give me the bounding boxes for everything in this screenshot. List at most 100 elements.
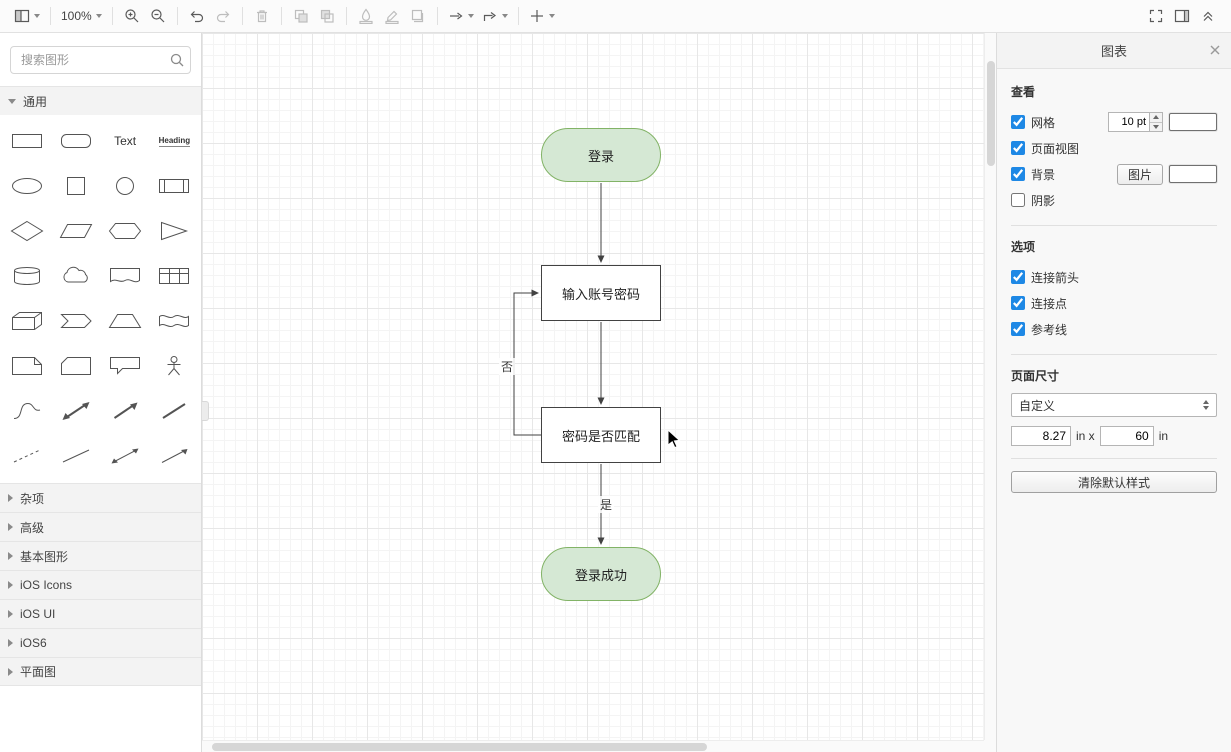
grid-color-swatch[interactable]: [1169, 113, 1217, 131]
zoom-out-button[interactable]: [145, 3, 171, 29]
to-front-icon: [294, 9, 308, 23]
shape-line[interactable]: [51, 439, 100, 473]
shape-table[interactable]: [150, 259, 199, 293]
page-height-input[interactable]: [1099, 426, 1154, 446]
canvas[interactable]: 登录 输入账号密码 密码是否匹配 登录成功 否 是: [202, 33, 996, 752]
sidebar-section-basic[interactable]: 基本图形: [0, 541, 201, 570]
sidebar-resize-handle[interactable]: [202, 401, 209, 421]
clear-default-style-button[interactable]: 清除默认样式: [1011, 471, 1217, 493]
background-checkbox[interactable]: [1011, 167, 1025, 181]
guides-label[interactable]: 参考线: [1031, 322, 1068, 337]
shape-square[interactable]: [51, 169, 100, 203]
grid-size-input[interactable]: [1108, 112, 1150, 132]
edge-label-no[interactable]: 否: [499, 358, 516, 375]
zoom-in-button[interactable]: [119, 3, 145, 29]
shape-rectangle[interactable]: [2, 124, 51, 158]
spinner-up-icon[interactable]: [1150, 113, 1162, 123]
collapse-toolbar-button[interactable]: [1195, 3, 1221, 29]
connection-arrow-dropdown[interactable]: [444, 3, 478, 29]
shape-heading[interactable]: Heading: [158, 135, 191, 147]
sidebar-section-misc[interactable]: 杂项: [0, 483, 201, 512]
connection-arrows-label[interactable]: 连接箭头: [1031, 270, 1080, 285]
grid-label[interactable]: 网格: [1031, 115, 1056, 130]
shape-circle[interactable]: [101, 169, 150, 203]
sidebar-section-ios-icons[interactable]: iOS Icons: [0, 570, 201, 599]
view-menu-button[interactable]: [10, 3, 44, 29]
shape-process[interactable]: [150, 169, 199, 203]
page-width-input[interactable]: [1011, 426, 1071, 446]
connection-arrows-checkbox[interactable]: [1011, 270, 1025, 284]
shape-tape[interactable]: [150, 304, 199, 338]
shape-directional-connector[interactable]: [150, 439, 199, 473]
connection-points-checkbox[interactable]: [1011, 296, 1025, 310]
vertical-scrollbar-thumb[interactable]: [987, 61, 995, 166]
shadow-label[interactable]: 阴影: [1031, 193, 1056, 208]
page-size-select[interactable]: 自定义: [1011, 393, 1217, 417]
shape-ellipse[interactable]: [2, 169, 51, 203]
shape-arrow[interactable]: [101, 394, 150, 428]
shape-trapezoid[interactable]: [101, 304, 150, 338]
chevron-down-icon: [467, 14, 474, 18]
horizontal-scrollbar-thumb[interactable]: [212, 743, 707, 751]
shape-cylinder[interactable]: [2, 259, 51, 293]
fill-color-button[interactable]: [353, 3, 379, 29]
shape-bidirectional-connector[interactable]: [101, 439, 150, 473]
shape-rounded-rectangle[interactable]: [51, 124, 100, 158]
sidebar-section-general[interactable]: 通用: [0, 86, 201, 115]
horizontal-scrollbar[interactable]: [202, 740, 984, 752]
node-enter-credentials[interactable]: 输入账号密码: [541, 265, 661, 321]
shape-triangle[interactable]: [150, 214, 199, 248]
shape-hexagon[interactable]: [101, 214, 150, 248]
shape-note[interactable]: [2, 349, 51, 383]
connection-points-label[interactable]: 连接点: [1031, 296, 1068, 311]
zoom-level-dropdown[interactable]: 100%: [57, 3, 106, 29]
sidebar-section-ios6[interactable]: iOS6: [0, 628, 201, 657]
waypoint-style-dropdown[interactable]: [478, 3, 512, 29]
background-color-swatch[interactable]: [1169, 165, 1217, 183]
guides-checkbox[interactable]: [1011, 322, 1025, 336]
redo-button[interactable]: [210, 3, 236, 29]
node-password-match[interactable]: 密码是否匹配: [541, 407, 661, 463]
page-view-label[interactable]: 页面视图: [1031, 141, 1080, 156]
shape-curve[interactable]: [2, 394, 51, 428]
close-icon[interactable]: [1209, 44, 1221, 56]
shape-bidirectional-arrow[interactable]: [51, 394, 100, 428]
grid-checkbox[interactable]: [1011, 115, 1025, 129]
shape-diamond[interactable]: [2, 214, 51, 248]
shape-cube[interactable]: [2, 304, 51, 338]
shape-document[interactable]: [101, 259, 150, 293]
node-login[interactable]: 登录: [541, 128, 661, 182]
shape-line-diagonal[interactable]: [150, 394, 199, 428]
to-front-button[interactable]: [288, 3, 314, 29]
page-view-checkbox[interactable]: [1011, 141, 1025, 155]
background-label[interactable]: 背景: [1031, 167, 1056, 182]
format-panel-header: 图表: [997, 33, 1231, 69]
shadow-checkbox[interactable]: [1011, 193, 1025, 207]
edge-label-yes[interactable]: 是: [598, 496, 615, 513]
shape-step[interactable]: [51, 304, 100, 338]
delete-button[interactable]: [249, 3, 275, 29]
line-color-button[interactable]: [379, 3, 405, 29]
spinner-down-icon[interactable]: [1150, 123, 1162, 132]
shape-callout[interactable]: [101, 349, 150, 383]
undo-button[interactable]: [184, 3, 210, 29]
node-login-success[interactable]: 登录成功: [541, 547, 661, 601]
shape-parallelogram[interactable]: [51, 214, 100, 248]
to-back-button[interactable]: [314, 3, 340, 29]
background-image-button[interactable]: 图片: [1116, 163, 1163, 185]
sidebar-section-floorplan[interactable]: 平面图: [0, 657, 201, 686]
toggle-format-panel-button[interactable]: [1169, 3, 1195, 29]
shape-actor[interactable]: [150, 349, 199, 383]
shadow-button[interactable]: [405, 3, 431, 29]
shape-cloud[interactable]: [51, 259, 100, 293]
shape-text[interactable]: Text: [114, 134, 137, 148]
sidebar-section-advanced[interactable]: 高级: [0, 512, 201, 541]
grid-size-spinner[interactable]: [1150, 112, 1163, 132]
insert-dropdown[interactable]: [525, 3, 559, 29]
sidebar-section-ios-ui[interactable]: iOS UI: [0, 599, 201, 628]
vertical-scrollbar[interactable]: [984, 33, 996, 740]
shape-card[interactable]: [51, 349, 100, 383]
fullscreen-button[interactable]: [1143, 3, 1169, 29]
shape-search-input[interactable]: [10, 46, 191, 74]
shape-dashed-line[interactable]: [2, 439, 51, 473]
